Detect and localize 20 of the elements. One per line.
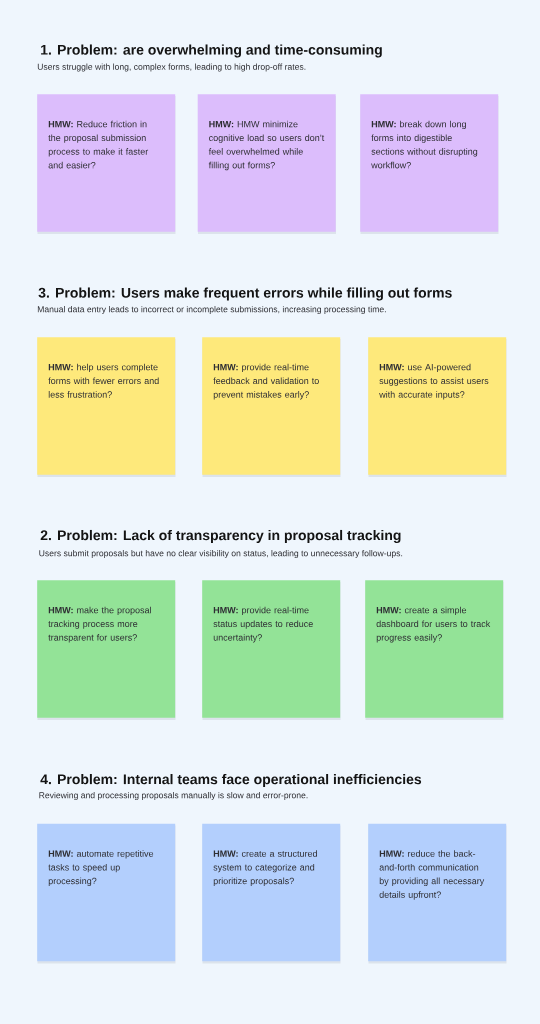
sticky-note: HMW: HMW minimize cognitive load so users don’t feel overwhelmed while filling out forms? (197, 94, 336, 234)
sticky-note: HMW: create a structured system to categorize and prioritize proposals? (202, 823, 341, 964)
sticky-note: HMW: reduce the back-and-forth communication by providing all necessary details upfront? (368, 823, 507, 964)
section-heading: 1. Problem: are overwhelming and time-consuming (41, 44, 382, 58)
section-heading: 4. Problem: Internal teams face operational inefficiencies (40, 773, 422, 787)
section-heading: 3. Problem: Users make frequent errors while filling out forms (38, 287, 452, 301)
sticky-note: HMW: provide real-time feedback and validation to prevent mistakes early? (202, 337, 341, 477)
section-subtitle: Manual data entry leads to incorrect or incomplete submissions, increasing processing time. (37, 306, 386, 314)
sticky-note: HMW: help users complete forms with fewer errors and less frustration? (37, 337, 176, 477)
sticky-note: HMW: create a simple dashboard for users to track progress easily? (365, 580, 504, 720)
sticky-note: HMW: break down long forms into digestible sections without disrupting workflow? (360, 94, 499, 234)
sticky-note: HMW: provide real-time status updates to reduce uncertainty? (202, 580, 341, 720)
section-subtitle: Reviewing and processing proposals manually is slow and error-prone. (39, 792, 308, 800)
sticky-note: HMW: automate repetitive tasks to speed up processing? (37, 823, 176, 964)
sticky-note: HMW: Reduce friction in the proposal submission process to make it faster and easier? (37, 94, 176, 234)
section-heading: 2. Problem: Lack of transparency in proposal tracking (40, 529, 401, 544)
sticky-note: HMW: make the proposal tracking process more transparent for users? (37, 580, 176, 720)
section-subtitle: Users struggle with long, complex forms, leading to high drop-off rates. (37, 63, 306, 72)
section-subtitle: Users submit proposals but have no clear visibility on status, leading to unnecessary follow-ups. (39, 550, 403, 558)
sticky-note: HMW: use AI-powered suggestions to assist users with accurate inputs? (368, 337, 507, 477)
